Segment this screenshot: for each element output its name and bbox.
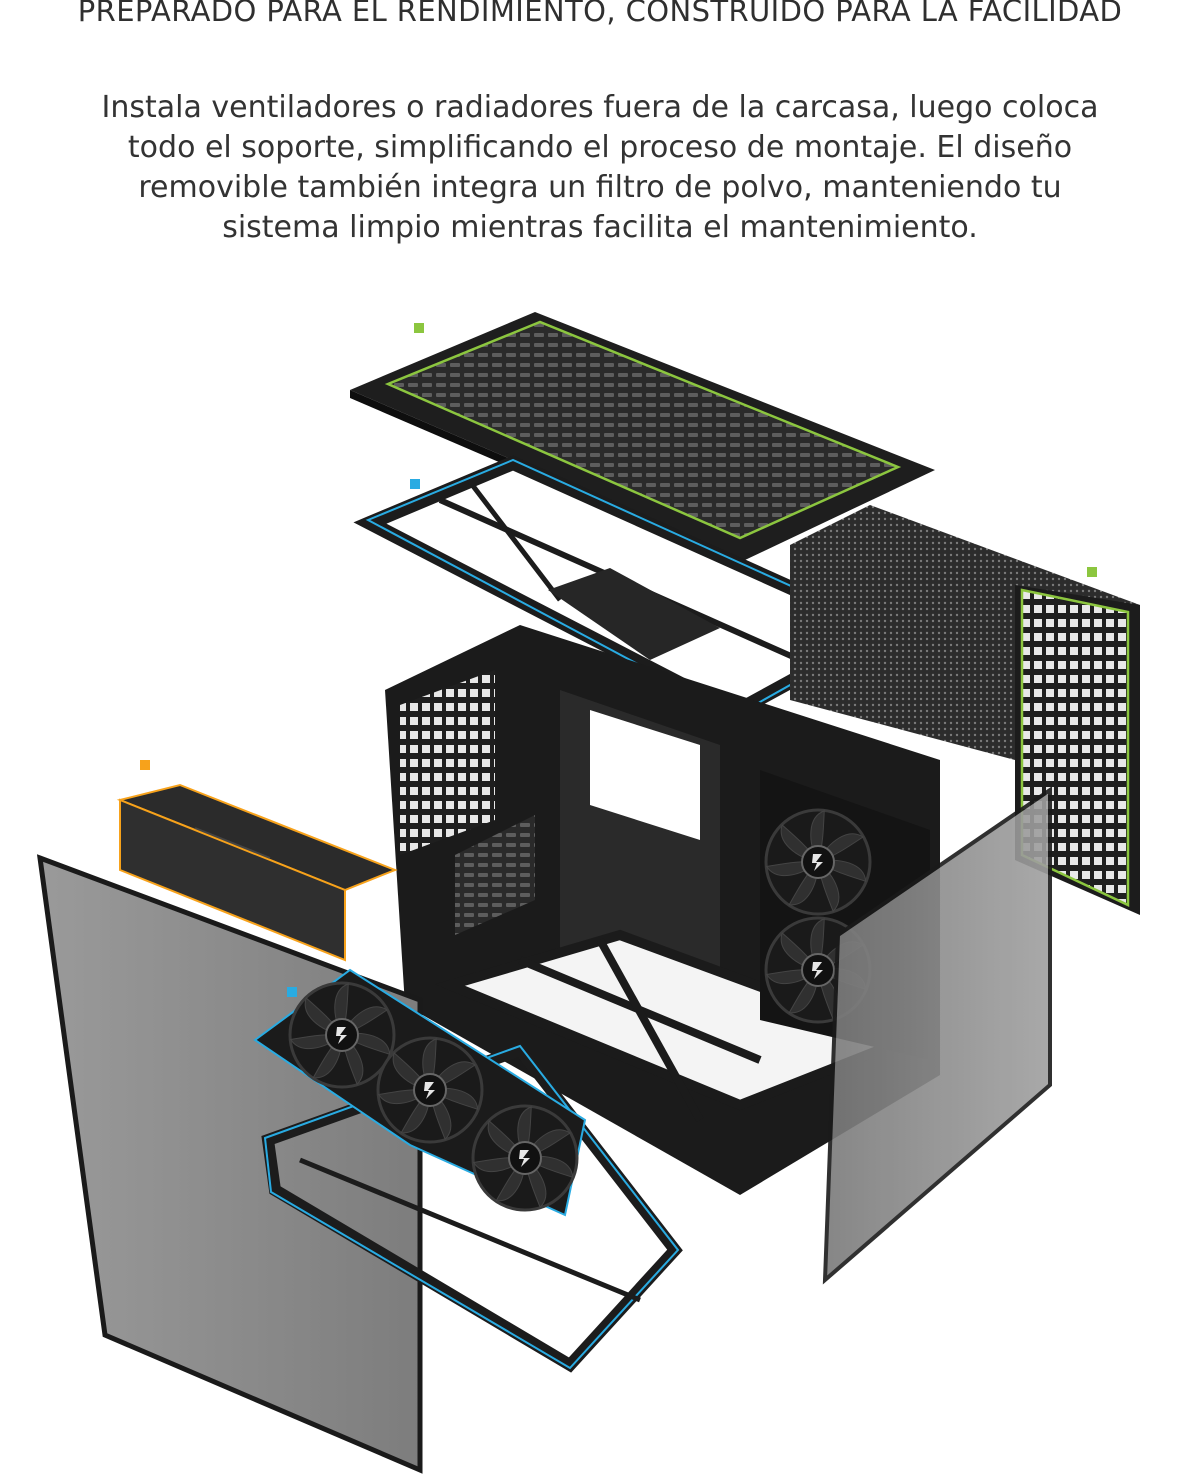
green-marker	[1087, 567, 1097, 577]
description-line: sistema limpio mientras facilita el mant…	[222, 210, 978, 245]
fan-icon	[375, 1035, 484, 1144]
orange-marker	[140, 760, 150, 770]
description: Instala ventiladores o radiadores fuera …	[20, 88, 1180, 248]
fan-icon	[287, 980, 396, 1089]
green-marker	[414, 323, 424, 333]
description-line: todo el soporte, simplificando el proces…	[127, 130, 1073, 165]
description-line: removible también integra un filtro de p…	[138, 170, 1062, 205]
headline: PREPARADO PARA EL RENDIMIENTO, CONSTRUID…	[77, 0, 1123, 28]
left-glass-panel	[36, 854, 423, 1474]
blue-marker	[287, 987, 297, 997]
psu-dust-filter	[116, 783, 398, 962]
exploded-case-illustration	[36, 312, 1140, 1474]
right-glass-panel	[822, 786, 1052, 1285]
fan-icon	[470, 1103, 579, 1212]
description-line: Instala ventiladores o radiadores fuera …	[101, 90, 1099, 125]
blue-marker	[410, 479, 420, 489]
fan-icon	[763, 807, 872, 916]
